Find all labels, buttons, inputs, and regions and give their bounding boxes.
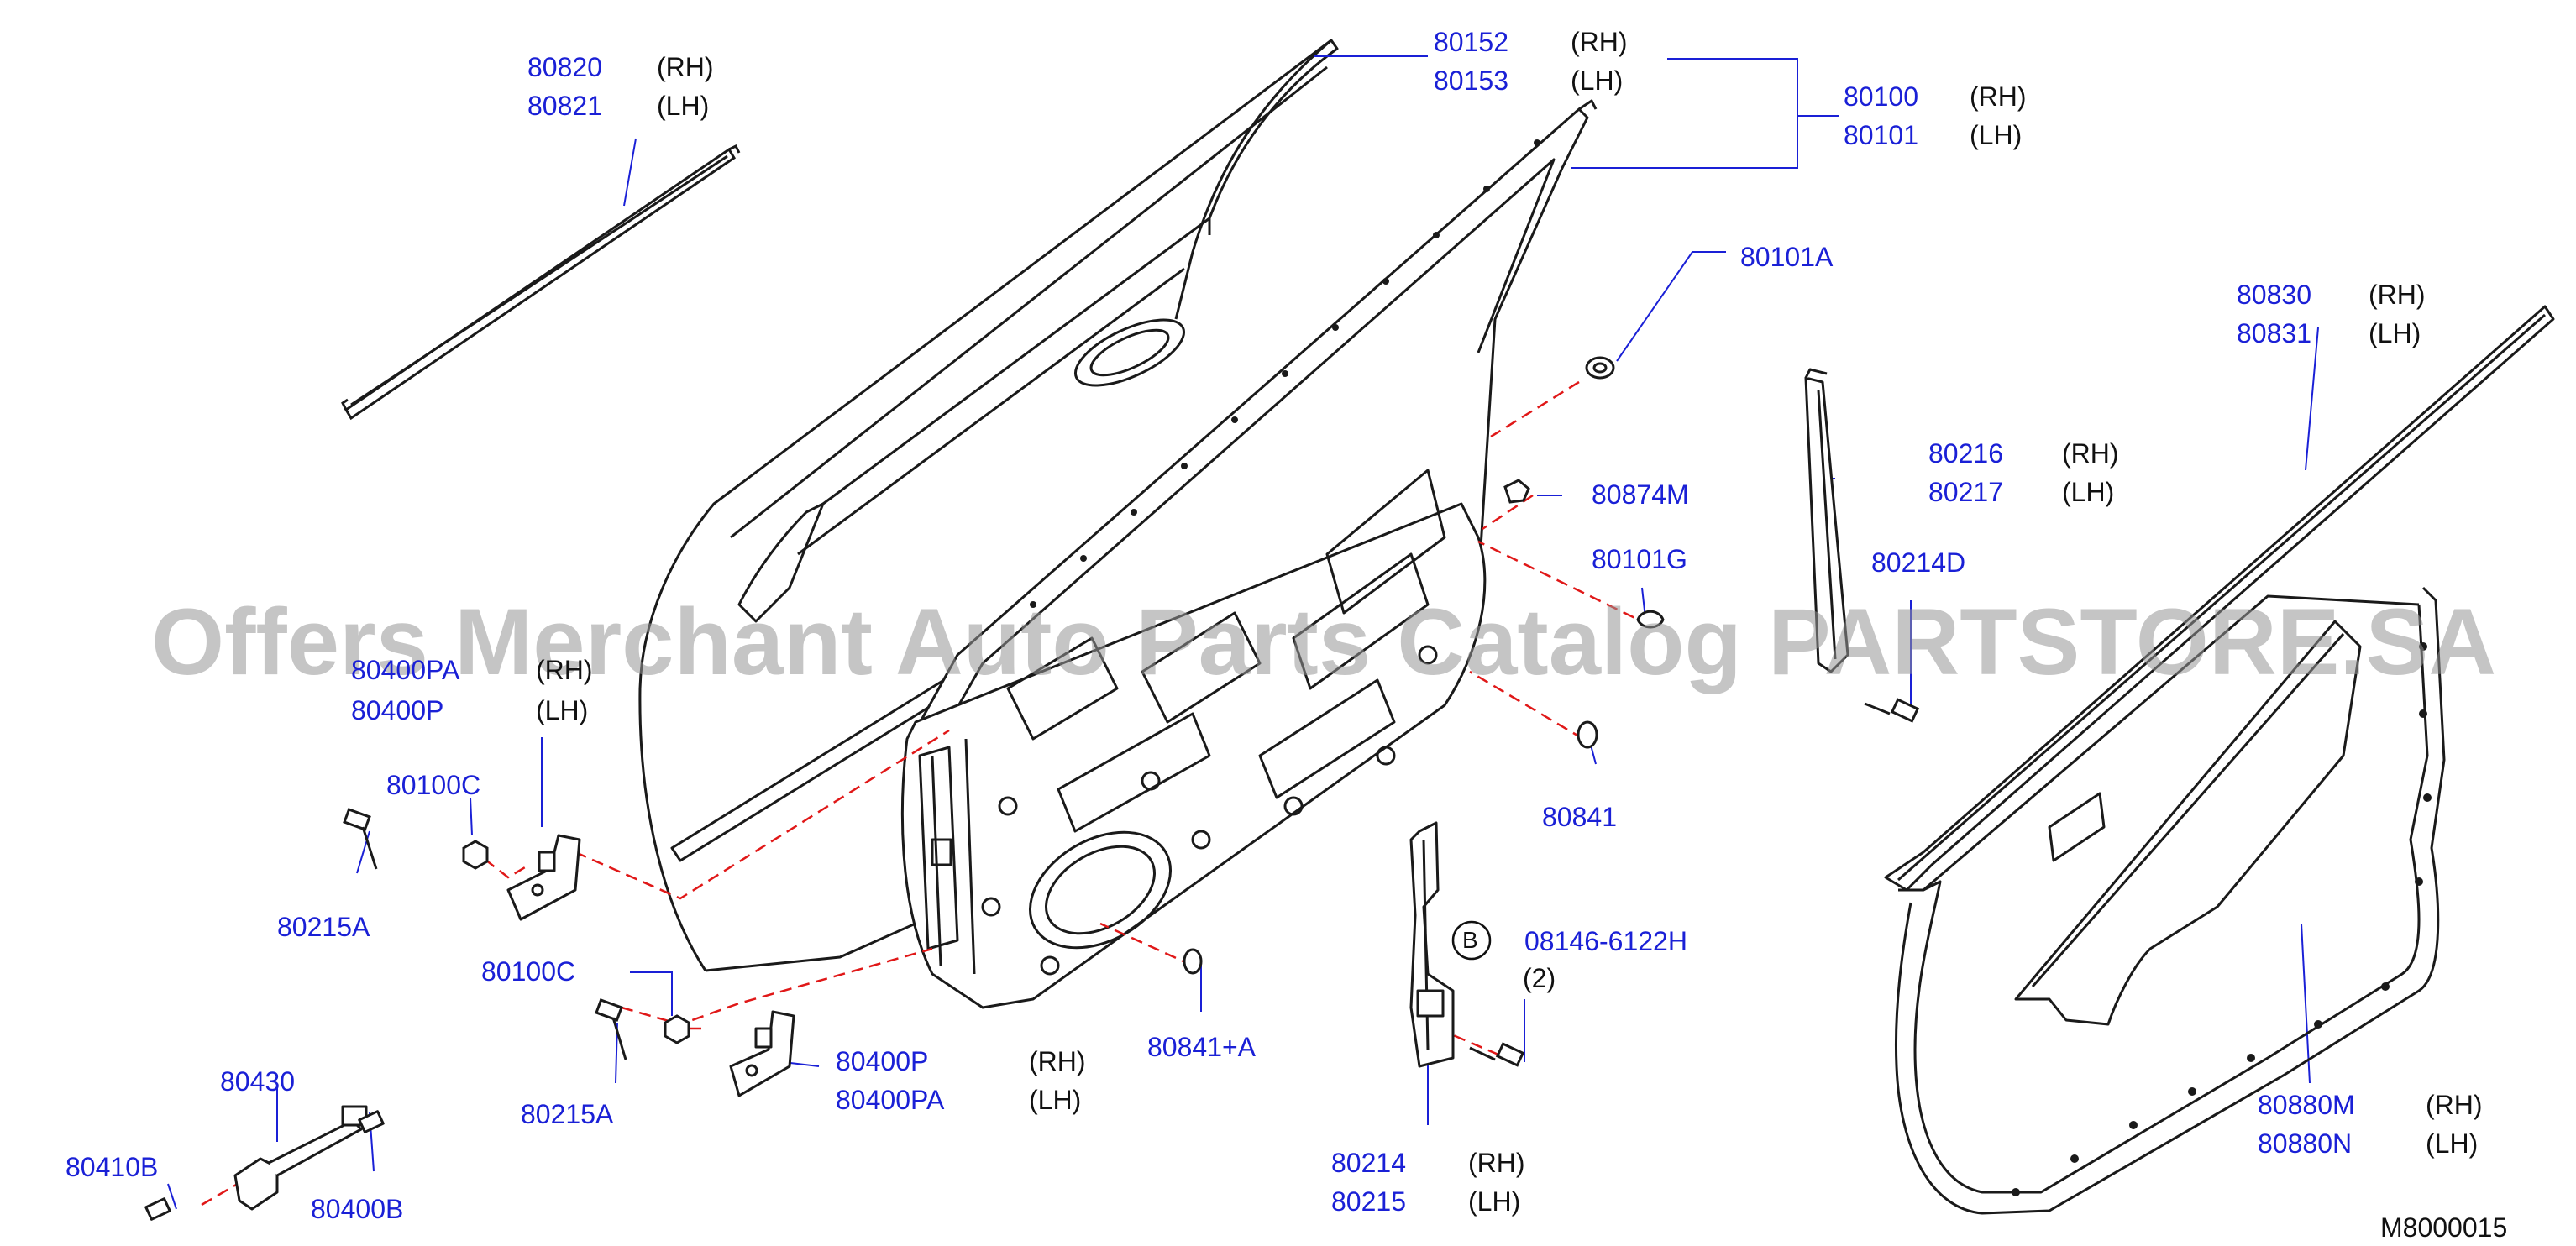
part-number[interactable]: 80101A bbox=[1740, 242, 1834, 272]
part-number[interactable]: 80215A bbox=[521, 1099, 614, 1129]
part-number[interactable]: 80880N bbox=[2258, 1128, 2353, 1159]
side-label: (LH) bbox=[1029, 1085, 1082, 1115]
side-label: (LH) bbox=[657, 91, 710, 121]
part-number[interactable]: 80215 bbox=[1331, 1186, 1406, 1217]
drawing-id: M8000015 bbox=[2380, 1212, 2508, 1243]
bolts-drawing bbox=[343, 698, 1920, 1067]
side-label: (RH) bbox=[1571, 27, 1628, 57]
side-label: (LH) bbox=[1970, 120, 2023, 150]
part-number[interactable]: 80880M bbox=[2258, 1090, 2355, 1120]
window-run-molding-drawing bbox=[341, 144, 741, 421]
part-number[interactable]: 80152 bbox=[1434, 27, 1508, 57]
part-number[interactable]: 08146-6122H bbox=[1524, 926, 1687, 956]
part-number[interactable]: 80841+A bbox=[1147, 1032, 1257, 1062]
nuts-drawing bbox=[462, 840, 690, 1044]
side-label: (RH) bbox=[657, 52, 714, 82]
watermark: Offers Merchant Auto Parts Catalog PARTS… bbox=[151, 589, 2497, 694]
part-number[interactable]: 80831 bbox=[2237, 318, 2311, 348]
part-number[interactable]: 80101 bbox=[1844, 120, 1918, 150]
door-shell-drawing bbox=[638, 39, 1339, 972]
part-number[interactable]: 80400P bbox=[351, 695, 444, 725]
side-label: (LH) bbox=[2062, 477, 2115, 507]
side-label: (LH) bbox=[1571, 65, 1624, 96]
part-number[interactable]: 80153 bbox=[1434, 65, 1508, 96]
part-number[interactable]: 80101G bbox=[1592, 544, 1687, 574]
door-weatherstrip-drawing bbox=[1894, 586, 2446, 1215]
part-number[interactable]: 80400B bbox=[311, 1194, 404, 1224]
part-number[interactable]: 80400P bbox=[836, 1046, 929, 1076]
callout-b-circle bbox=[1451, 920, 1492, 961]
part-number[interactable]: 80216 bbox=[1928, 438, 2003, 469]
upper-hinge-drawing bbox=[506, 834, 581, 921]
part-number[interactable]: 80100C bbox=[386, 770, 481, 800]
rear-sash-drawing bbox=[1804, 368, 1849, 673]
part-number[interactable]: 80820 bbox=[527, 52, 602, 82]
side-label: (LH) bbox=[536, 695, 589, 725]
part-number[interactable]: 80830 bbox=[2237, 280, 2311, 310]
plugs-drawing bbox=[1183, 356, 1665, 975]
side-label: (RH) bbox=[1468, 1148, 1525, 1178]
inner-panel-drawing bbox=[900, 469, 1487, 1009]
part-number[interactable]: 80841 bbox=[1542, 802, 1617, 832]
part-number[interactable]: 80821 bbox=[527, 91, 602, 121]
side-label: (RH) bbox=[2369, 280, 2426, 310]
side-label: (RH) bbox=[1029, 1046, 1086, 1076]
side-label: (LH) bbox=[2426, 1128, 2479, 1159]
side-label: (RH) bbox=[536, 655, 593, 685]
lower-hinge-drawing bbox=[729, 1010, 795, 1097]
part-number[interactable]: 80100C bbox=[481, 956, 576, 987]
side-label: (LH) bbox=[1468, 1186, 1521, 1217]
side-label: (RH) bbox=[2426, 1090, 2483, 1120]
part-number[interactable]: 80874M bbox=[1592, 479, 1689, 510]
quantity-label: (2) bbox=[1523, 963, 1556, 993]
side-label: (LH) bbox=[2369, 318, 2421, 348]
check-link-drawing bbox=[144, 1105, 385, 1221]
part-number[interactable]: 80430 bbox=[220, 1066, 295, 1097]
part-number[interactable]: 80400PA bbox=[351, 655, 460, 685]
part-number[interactable]: 80214D bbox=[1871, 547, 1966, 578]
leader-lines bbox=[167, 55, 2319, 1210]
part-number[interactable]: 80410B bbox=[66, 1152, 159, 1182]
sash-bracket-drawing bbox=[1409, 821, 1455, 1068]
part-number[interactable]: 80217 bbox=[1928, 477, 2003, 507]
part-number[interactable]: 80214 bbox=[1331, 1148, 1406, 1178]
side-label: (RH) bbox=[2062, 438, 2119, 469]
side-label: (RH) bbox=[1970, 81, 2027, 112]
part-number[interactable]: 80400PA bbox=[836, 1085, 945, 1115]
callout-b-letter: B bbox=[1462, 927, 1478, 953]
part-number[interactable]: 80100 bbox=[1844, 81, 1918, 112]
part-number[interactable]: 80215A bbox=[277, 912, 370, 942]
